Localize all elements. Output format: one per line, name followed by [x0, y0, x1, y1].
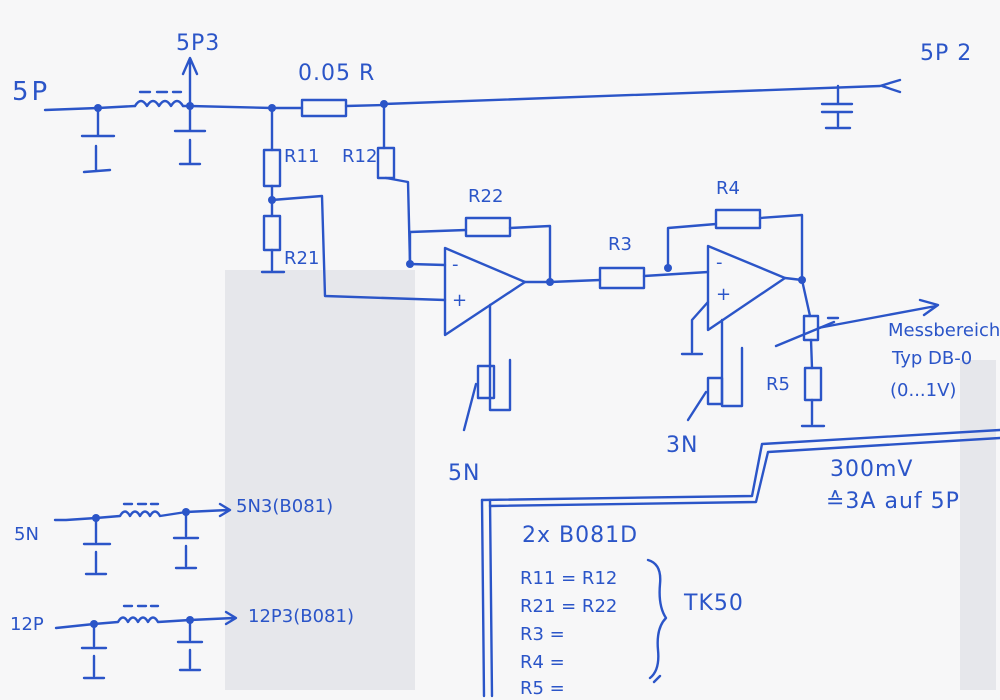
output-trim — [774, 278, 940, 428]
divider-left — [260, 148, 447, 302]
aux-supply-2 — [54, 604, 238, 680]
opamp2-minus: - — [716, 252, 723, 273]
input-rail — [43, 56, 902, 174]
parts-row-1: R11 = R12 — [520, 568, 617, 589]
opamp-2 — [666, 208, 806, 422]
r22-label: R22 — [468, 186, 503, 207]
paper-showthrough-left — [225, 270, 415, 690]
r21-label: R21 — [284, 248, 319, 269]
spec-current: ≙3A auf 5P — [826, 489, 960, 514]
opamp1-minus: - — [452, 254, 459, 275]
shunt-label: 0.05 R — [298, 61, 375, 86]
spec-voltage: 300mV — [830, 457, 913, 482]
output-note-line3: (0...1V) — [890, 380, 956, 401]
aux2-out: 12P3(B081) — [248, 606, 354, 627]
node-5p2: 5P 2 — [920, 41, 972, 66]
aux1-in: 5N — [14, 524, 39, 545]
r4-label: R4 — [716, 178, 740, 199]
node-3n: 3N — [666, 433, 698, 458]
node-5p3: 5P3 — [176, 31, 220, 56]
aux-supply-1 — [53, 502, 232, 576]
parts-box-frame — [480, 428, 1000, 698]
parts-group-note: TK50 — [683, 591, 744, 616]
paper-showthrough-right — [960, 360, 996, 690]
r12-label: R12 — [342, 146, 377, 167]
parts-title: 2x B081D — [522, 523, 638, 548]
r5-label: R5 — [766, 374, 790, 395]
output-note-line1: Messbereich — [888, 320, 1000, 341]
divider-right — [376, 146, 552, 284]
node-5p: 5P — [12, 77, 50, 107]
opamp-1 — [443, 246, 554, 432]
r11-label: R11 — [284, 146, 319, 167]
r3-branch — [548, 264, 710, 290]
parts-row-2: R21 = R22 — [520, 596, 617, 617]
node-5n-left: 5N — [448, 461, 480, 486]
output-note-line2: Typ DB-0 — [891, 348, 972, 369]
aux2-in: 12P — [10, 614, 44, 635]
parts-row-5: R5 = — [520, 678, 565, 699]
aux1-out: 5N3(B081) — [236, 496, 333, 517]
opamp2-plus: + — [716, 284, 731, 305]
parts-row-3: R3 = — [520, 624, 565, 645]
r3-label: R3 — [608, 234, 632, 255]
opamp1-plus: + — [452, 290, 467, 311]
parts-row-4: R4 = — [520, 652, 565, 673]
